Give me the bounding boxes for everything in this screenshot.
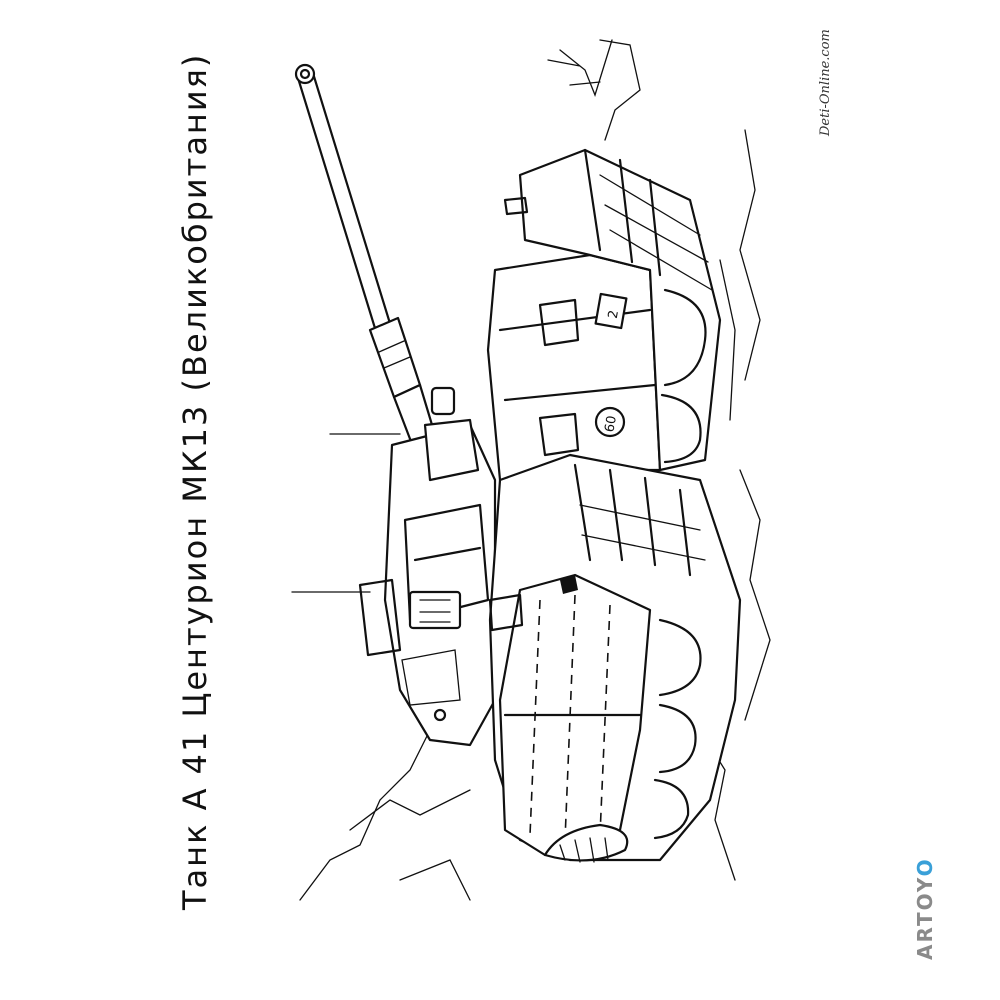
hull-marking-number: 2: [606, 309, 622, 320]
rear-track-upper: [520, 150, 720, 470]
hull: 2 60: [488, 255, 660, 480]
main-gun: [296, 65, 448, 486]
antennas: [292, 434, 400, 592]
glacis-plate: [500, 575, 650, 862]
hull-marking-circle: 60: [602, 415, 620, 434]
terrain-lines: [300, 40, 770, 900]
small-details: [490, 198, 578, 630]
turret: [360, 388, 495, 745]
